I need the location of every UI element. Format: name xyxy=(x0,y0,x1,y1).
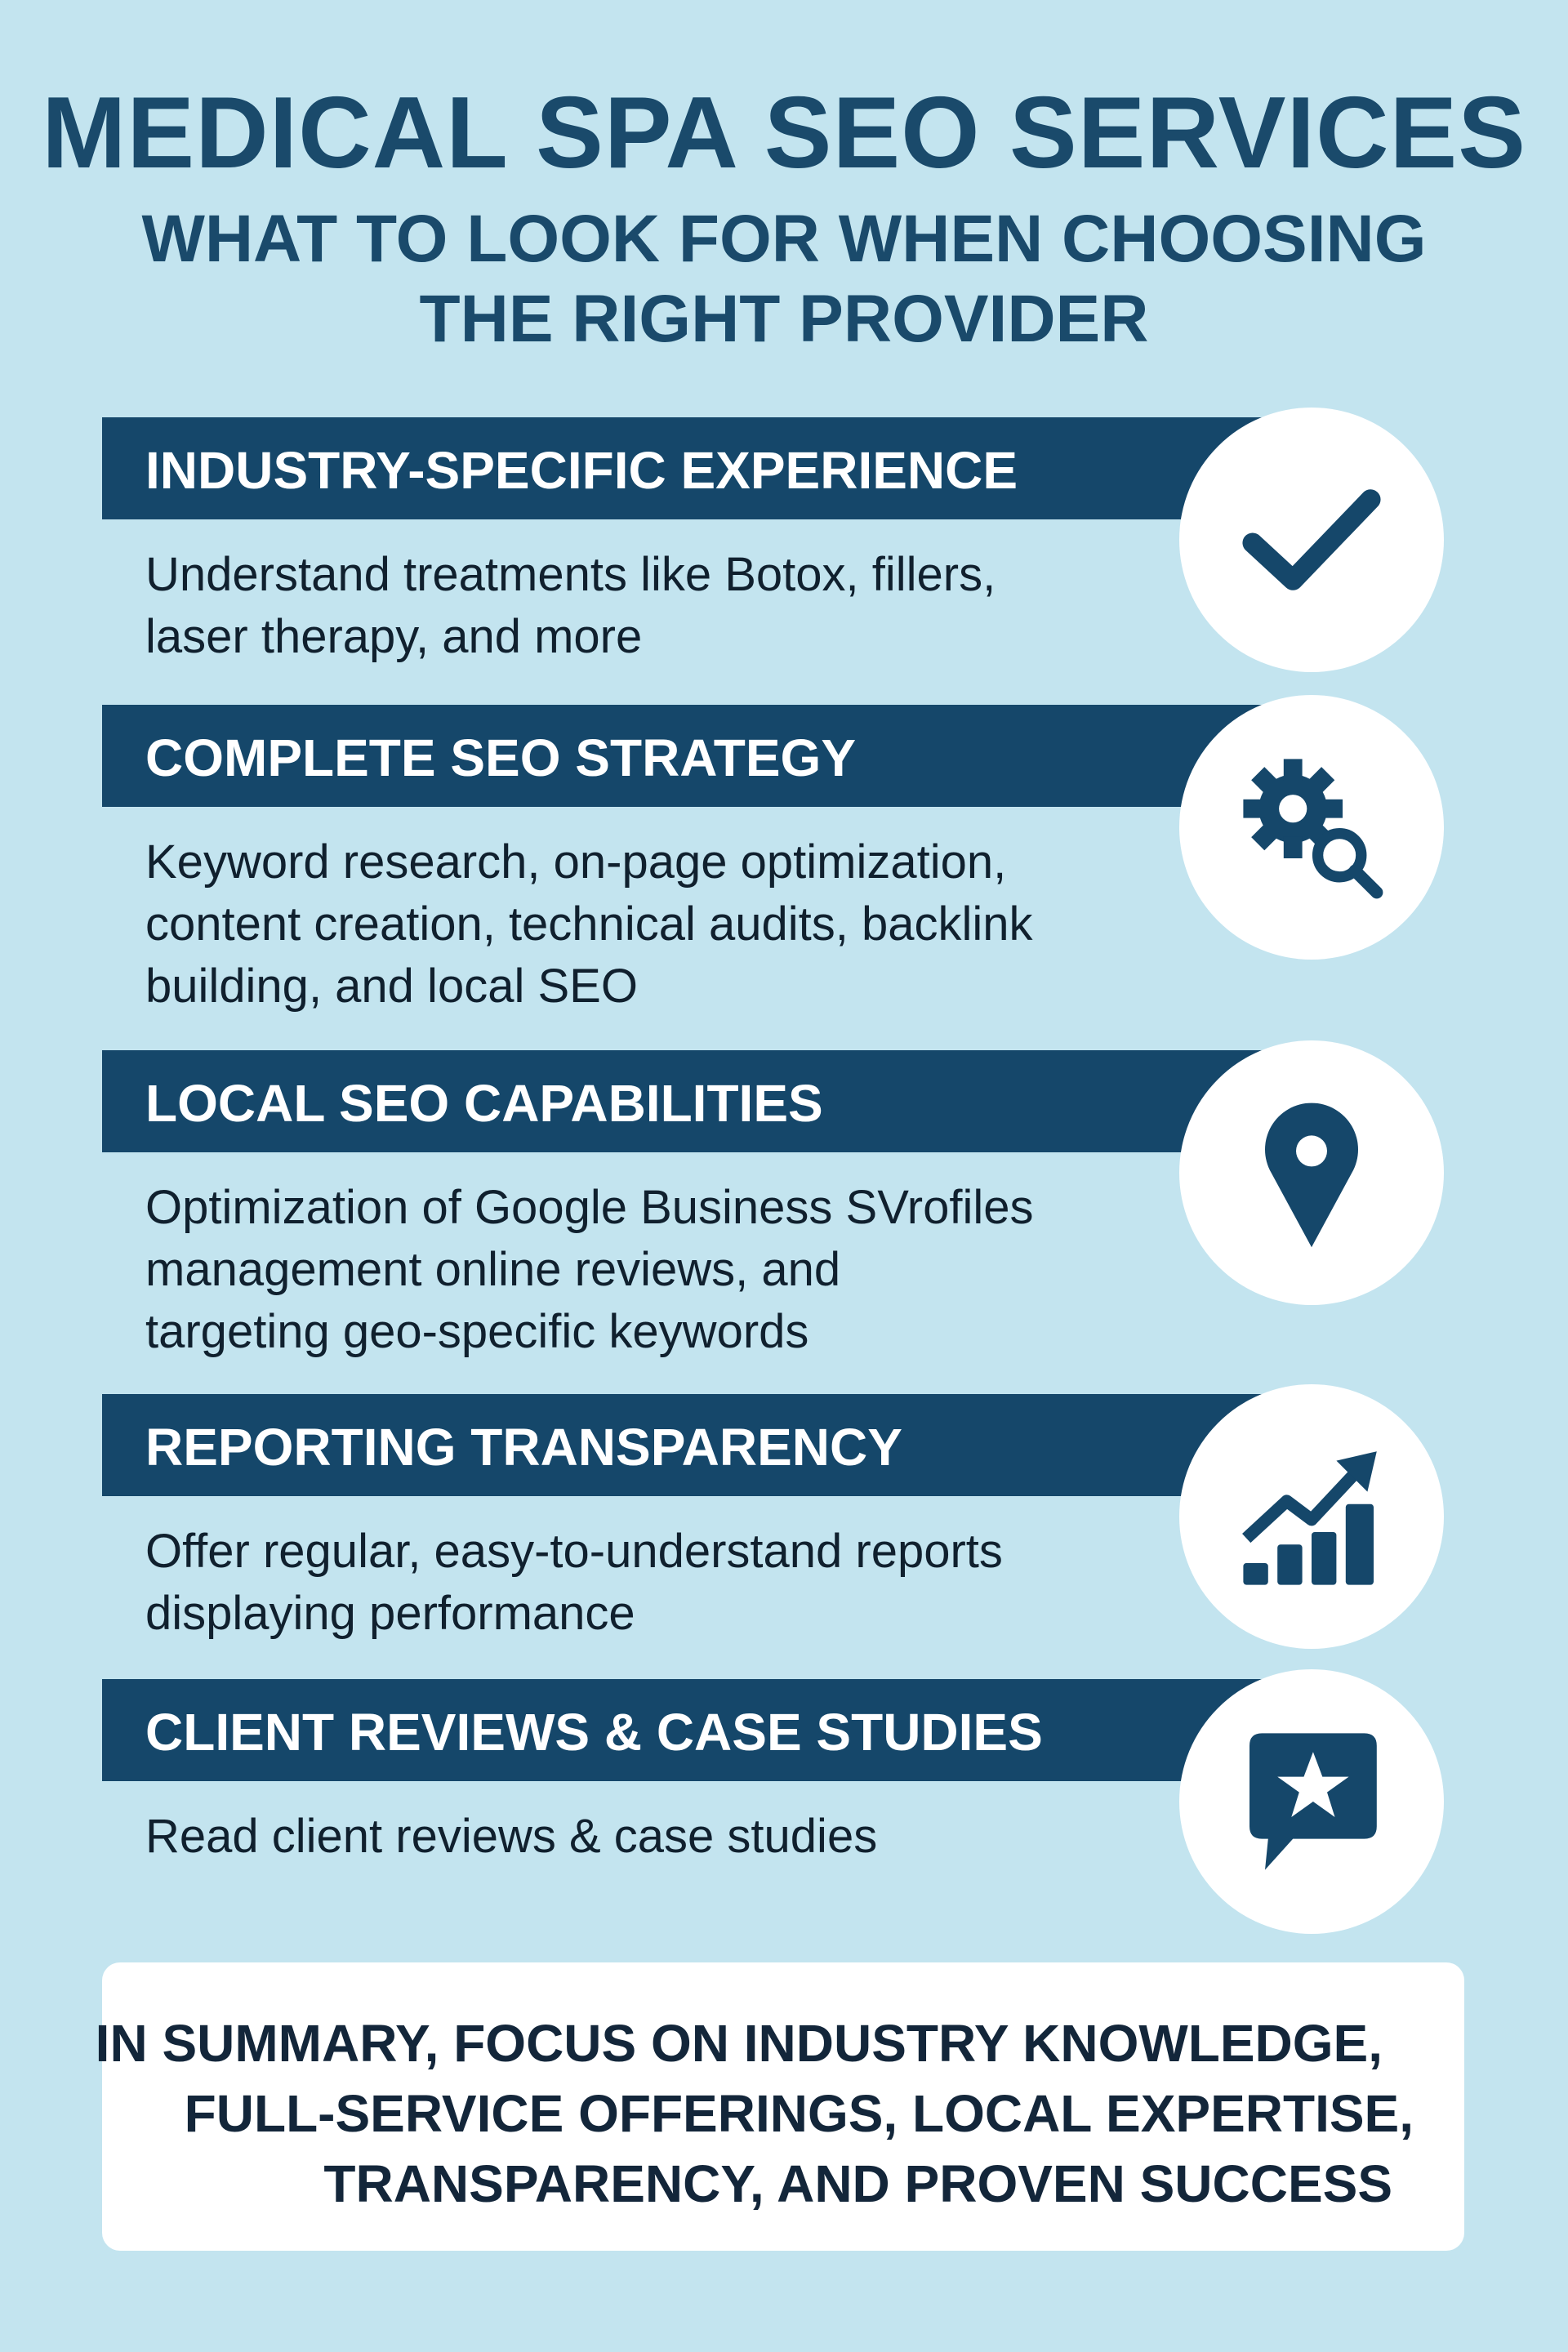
section-heading: COMPLETE SEO STRATEGY xyxy=(145,728,856,787)
summary-box: IN SUMMARY, FOCUS ON INDUSTRY KNOWLEDGE,… xyxy=(96,1962,1464,2251)
description-line: content creation, technical audits, back… xyxy=(145,898,1033,951)
gear-search-icon xyxy=(1179,695,1444,960)
subtitle-line: WHAT TO LOOK FOR WHEN CHOOSING xyxy=(141,202,1427,276)
summary-line: IN SUMMARY, FOCUS ON INDUSTRY KNOWLEDGE, xyxy=(95,2014,1383,2073)
page-title: MEDICAL SPA SEO SERVICES xyxy=(42,77,1526,189)
description-line: displaying performance xyxy=(145,1587,635,1640)
description-line: Offer regular, easy-to-understand report… xyxy=(145,1525,1003,1578)
summary-line: TRANSPARENCY, AND PROVEN SUCCESS xyxy=(323,2154,1392,2213)
section-heading-bar: REPORTING TRANSPARENCY xyxy=(102,1394,1294,1496)
section-heading: LOCAL SEO CAPABILITIES xyxy=(145,1074,823,1133)
section-heading-bar: COMPLETE SEO STRATEGY xyxy=(102,705,1294,807)
section-description: Understand treatments like Botox, filler… xyxy=(145,544,1223,668)
section-description: Read client reviews & case studies xyxy=(145,1806,1223,1868)
section-description: Offer regular, easy-to-understand report… xyxy=(145,1521,1223,1645)
section-heading-bar: CLIENT REVIEWS & CASE STUDIES xyxy=(102,1679,1294,1781)
description-line: management online reviews, and xyxy=(145,1243,841,1296)
description-line: building, and local SEO xyxy=(145,960,638,1013)
description-line: Keyword research, on-page optimization, xyxy=(145,835,1007,889)
location-pin-icon xyxy=(1179,1040,1444,1305)
section-heading-bar: LOCAL SEO CAPABILITIES xyxy=(102,1050,1294,1152)
subtitle-line: THE RIGHT PROVIDER xyxy=(419,282,1149,356)
section-description: Optimization of Google Business SVrofile… xyxy=(145,1177,1223,1363)
growth-chart-icon xyxy=(1179,1384,1444,1649)
description-line: laser therapy, and more xyxy=(145,610,643,663)
description-line: Optimization of Google Business SVrofile… xyxy=(145,1181,1034,1234)
section-heading: CLIENT REVIEWS & CASE STUDIES xyxy=(145,1703,1043,1762)
section-heading: INDUSTRY-SPECIFIC EXPERIENCE xyxy=(145,441,1018,500)
summary-line: FULL-SERVICE OFFERINGS, LOCAL EXPERTISE, xyxy=(184,2084,1414,2143)
section-description: Keyword research, on-page optimization, … xyxy=(145,831,1223,1018)
description-line: Read client reviews & case studies xyxy=(145,1810,878,1863)
section-heading-bar: INDUSTRY-SPECIFIC EXPERIENCE xyxy=(102,417,1294,519)
review-star-icon xyxy=(1179,1669,1444,1934)
section-heading: REPORTING TRANSPARENCY xyxy=(145,1418,902,1477)
description-line: targeting geo-specific keywords xyxy=(145,1305,809,1358)
description-line: Understand treatments like Botox, filler… xyxy=(145,548,996,601)
page-subtitle: WHAT TO LOOK FOR WHEN CHOOSING THE RIGHT… xyxy=(0,199,1568,359)
checkmark-icon xyxy=(1179,408,1444,672)
